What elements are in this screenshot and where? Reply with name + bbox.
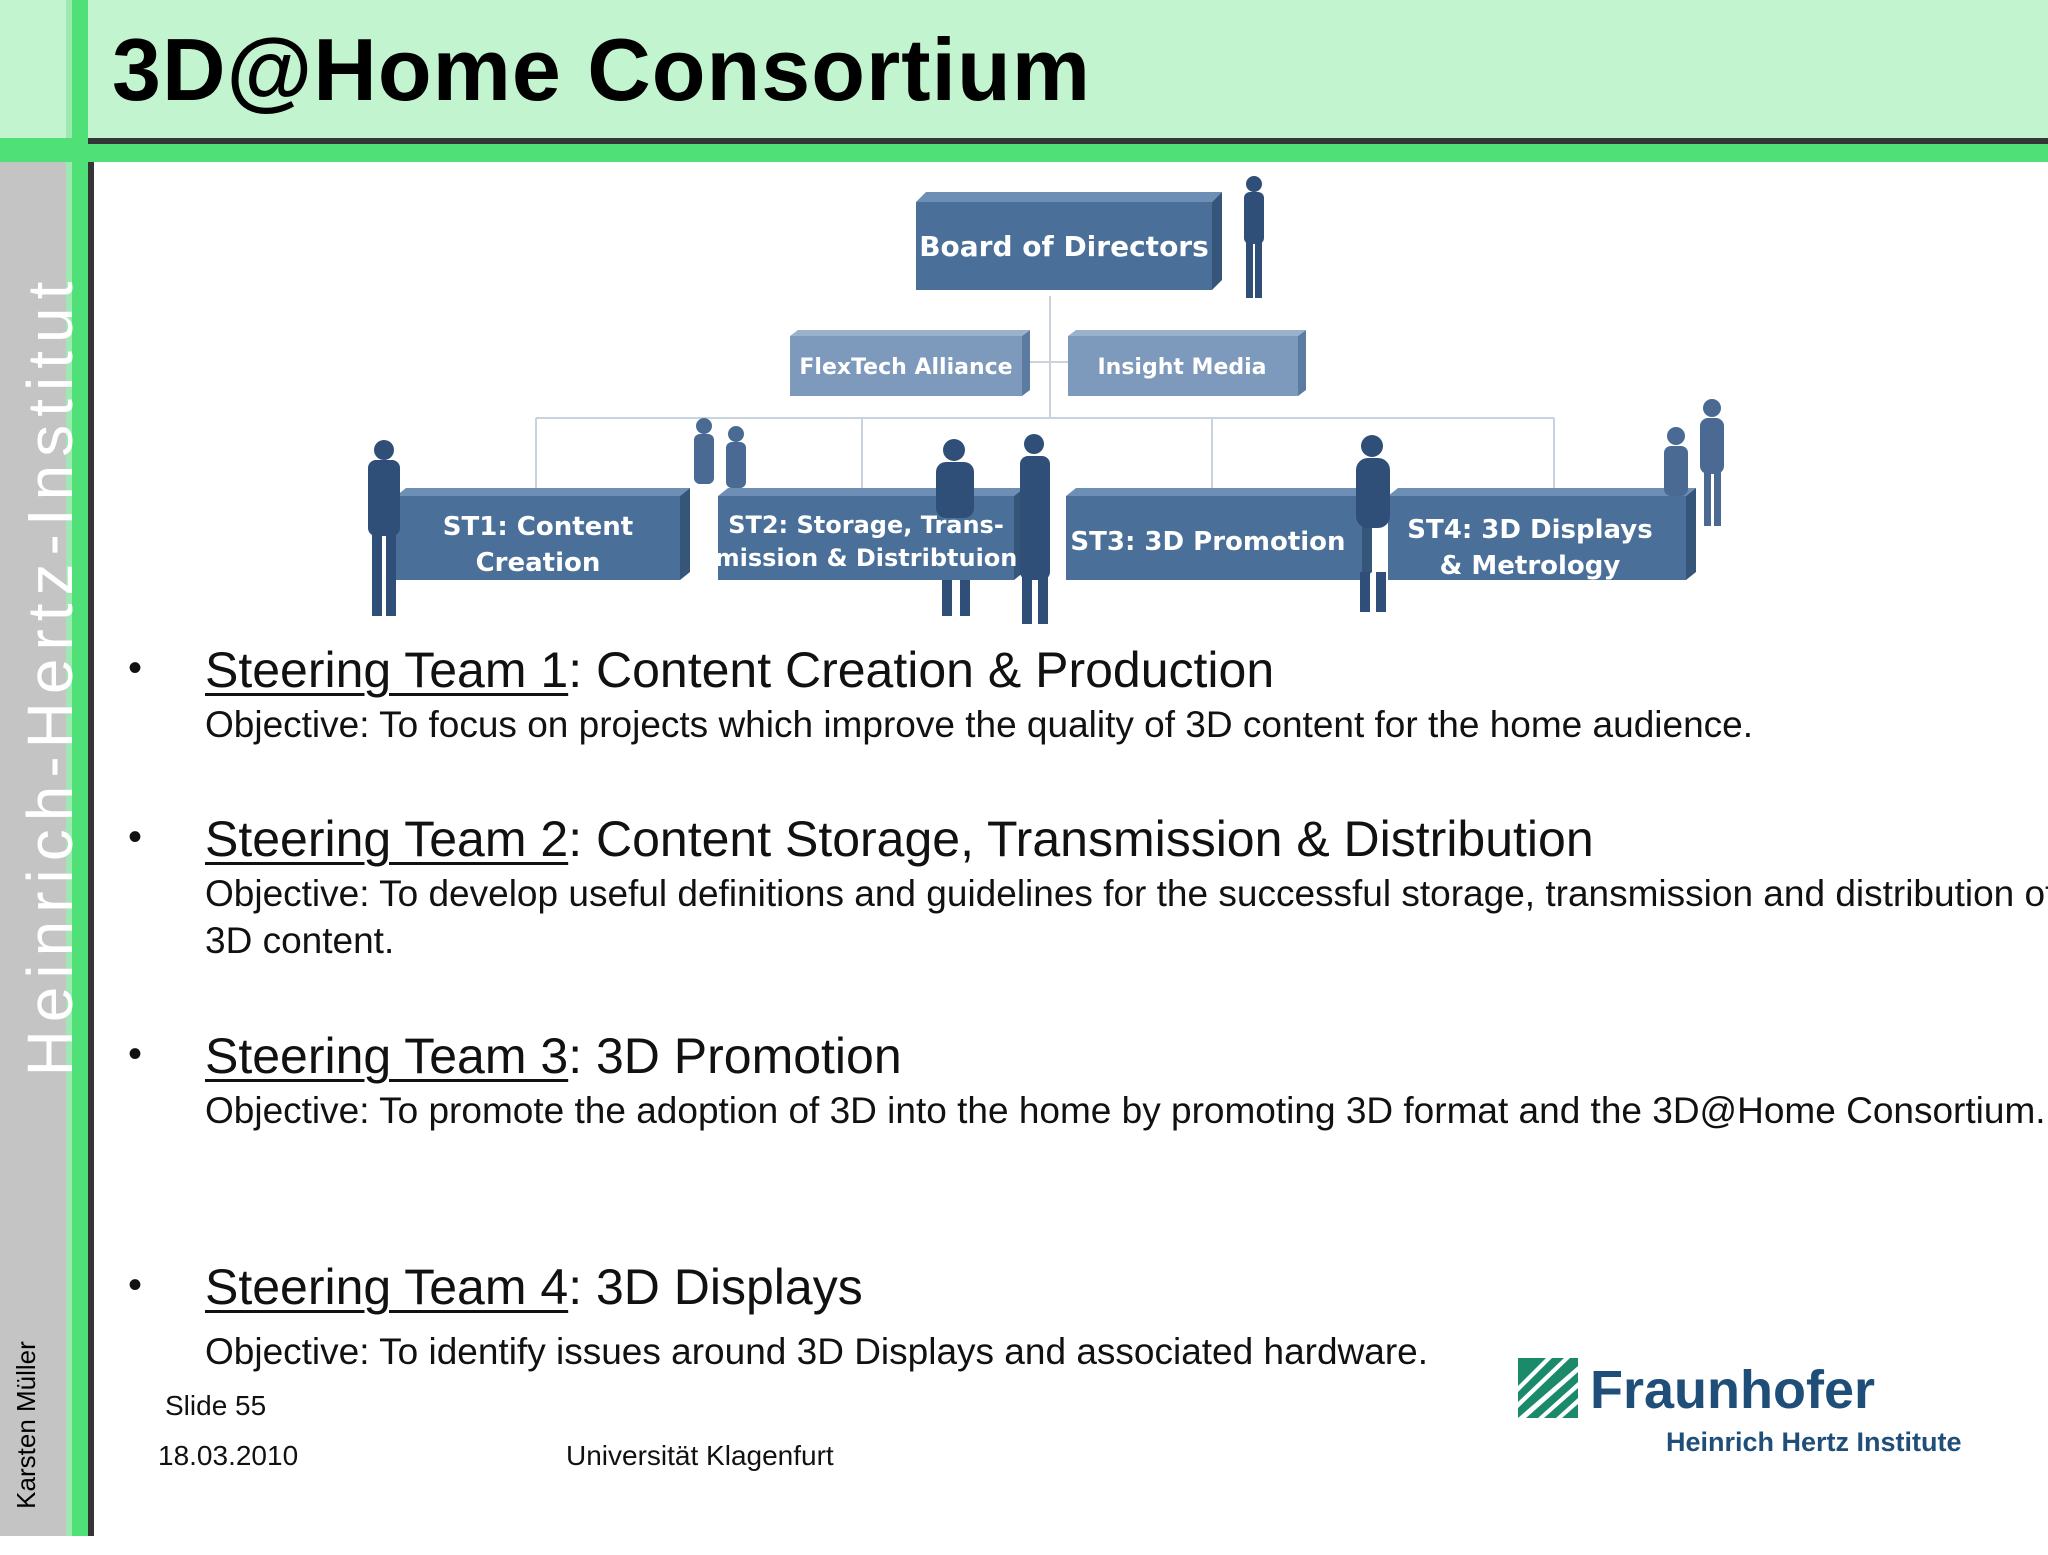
team-box-st4: ST4: 3D Displays & Metrology [1388,488,1696,581]
team-box-st3: ST3: 3D Promotion [1066,488,1372,580]
bullet-objective: Objective: To develop useful definitions… [205,873,2048,961]
bullet-title: : 3D Promotion [568,1028,902,1084]
person-silhouette-pair-st1 [694,418,746,488]
fraunhofer-logo: Fraunhofer Heinrich Hertz Institute [1518,1358,1988,1468]
bullet-title: : Content Storage, Transmission & Distri… [568,811,1594,867]
sidebar-author-label: Karsten Müller [11,1341,41,1509]
bullet-dot: • [128,646,143,690]
person-silhouette-st3 [1356,435,1390,612]
org-connectors [535,296,1555,492]
bullet-title: : Content Creation & Production [568,642,1275,698]
title-shadow-stripe [88,138,2048,144]
steering-team-link[interactable]: Steering Team 2 [205,811,569,867]
partner-box-flextech: FlexTech Alliance [790,330,1030,396]
person-silhouette-pair-st4 [1664,399,1724,526]
bullet-item-st4: • Steering Team 4: 3D Displays Objective… [128,1260,1988,1380]
person-silhouette-st2 [936,434,1050,624]
left-sidebar-band [0,0,72,1536]
bullet-heading: Steering Team 2: Content Storage, Transm… [205,812,1594,866]
left-light-stripe [66,0,72,1536]
bullet-objective: Objective: To focus on projects which im… [205,704,1754,745]
fraunhofer-wordmark: Fraunhofer [1590,1360,1876,1420]
team-st4-line1: ST4: 3D Displays [1407,515,1652,545]
left-green-corner [0,138,72,162]
bullet-heading: Steering Team 3: 3D Promotion [205,1029,902,1083]
sidebar-institute-label: Heinrich-Hertz-Institut [14,273,86,1077]
steering-team-link[interactable]: Steering Team 1 [205,642,569,698]
title-green-stripe [88,144,2048,162]
bullet-dot: • [128,1263,143,1307]
bullet-item-st1: • Steering Team 1: Content Creation & Pr… [128,643,1988,753]
team-st1-line1: ST1: Content [443,512,633,542]
left-shadow-stripe [88,138,94,1536]
bullet-dot: • [128,815,143,859]
partner-box-insight: Insight Media [1068,330,1306,396]
bullet-item-st3: • Steering Team 3: 3D Promotion Objectiv… [128,1029,2046,1189]
bullet-heading: Steering Team 1: Content Creation & Prod… [205,643,1274,697]
steering-team-link[interactable]: Steering Team 4 [205,1259,569,1315]
bullet-title: : 3D Displays [568,1259,863,1315]
team-st4-line2: & Metrology [1440,551,1621,581]
team-st2-line2: mission & Distribtuion [715,544,1018,572]
person-silhouette-left [368,440,400,616]
team-st3-line1: ST3: 3D Promotion [1070,527,1345,557]
bullet-objective: Objective: To identify issues around 3D … [205,1331,1429,1372]
footer-university: Universität Klagenfurt [566,1440,834,1471]
fraunhofer-mark-icon [1518,1358,1578,1418]
left-green-stripe [72,0,88,1536]
partner-label-flextech: FlexTech Alliance [799,355,1012,380]
team-st1-line2: Creation [476,548,601,578]
team-box-st1: ST1: Content Creation [396,488,690,580]
bullet-item-st2: • Steering Team 2: Content Storage, Tran… [128,812,2048,972]
org-chart-diagram: Board of Directors FlexTech Alliance Ins… [350,172,1750,632]
steering-team-link[interactable]: Steering Team 3 [205,1028,569,1084]
partner-label-insight: Insight Media [1097,355,1266,380]
slide-number: Slide 55 [165,1390,267,1421]
team-box-st2: ST2: Storage, Trans- mission & Distribtu… [715,488,1024,580]
board-label: Board of Directors [919,230,1209,263]
footer-date: 18.03.2010 [158,1440,299,1471]
left-top-block [0,0,72,138]
board-box: Board of Directors [916,192,1222,290]
bullet-objective: Objective: To promote the adoption of 3D… [205,1090,2046,1131]
bullet-dot: • [128,1032,143,1076]
bullet-heading: Steering Team 4: 3D Displays [205,1260,863,1314]
fraunhofer-subtitle: Heinrich Hertz Institute [1666,1427,1962,1457]
page-title: 3D@Home Consortium [112,20,1091,119]
title-band [88,0,2048,138]
person-silhouette-board [1244,176,1264,298]
